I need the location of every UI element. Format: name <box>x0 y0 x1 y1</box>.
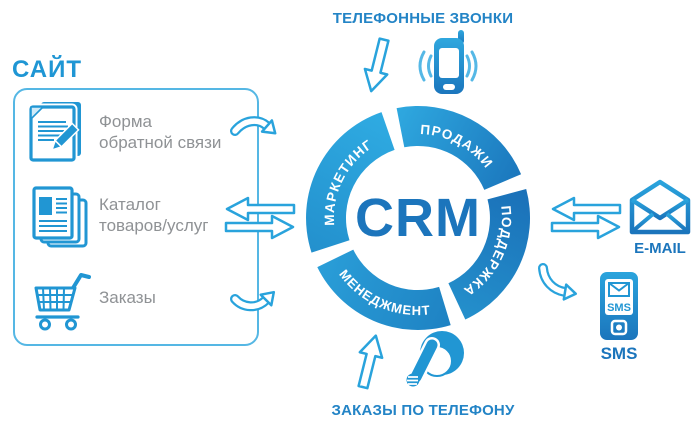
mobile-phone-icon <box>418 30 478 94</box>
sms-phone-icon: SMS <box>600 272 638 340</box>
catalog-icon <box>32 186 88 248</box>
double-arrows-icon <box>550 196 622 240</box>
curved-arrow-up-icon <box>230 290 276 312</box>
arrow-up-icon <box>357 334 384 390</box>
vibration-wave-icon <box>418 50 426 82</box>
site-item-label: Форма обратной связи <box>99 112 222 153</box>
operator-icon <box>406 331 464 387</box>
feedback-form-icon <box>28 102 81 164</box>
sms-label: SMS <box>600 344 638 363</box>
crm-segment-sales <box>396 106 522 190</box>
crm-ring: ПРОДАЖИ МАРКЕТИНГ ПОДДЕРЖКА МЕНЕДЖМЕНТ C… <box>306 106 531 330</box>
site-panel-title: САЙТ <box>12 56 82 83</box>
curved-arrow-right-icon <box>230 116 277 136</box>
shopping-cart-icon <box>34 273 91 331</box>
crm-segment-marketing <box>306 112 395 253</box>
vibration-wave-icon <box>427 54 433 78</box>
crm-segment-management <box>317 249 451 330</box>
phone-calls-label: ТЕЛЕФОННЫЕ ЗВОНКИ <box>332 10 514 27</box>
phone-orders-label: ЗАКАЗЫ ПО ТЕЛЕФОНУ <box>331 402 515 419</box>
vibration-wave-icon <box>470 50 478 82</box>
crm-center-label: CRM <box>355 188 481 248</box>
crm-segment-support <box>448 189 531 320</box>
site-item-label: Заказы <box>99 288 156 307</box>
curved-arrow-down-icon <box>538 263 578 301</box>
email-label: E-MAIL <box>634 240 686 257</box>
sms-screen-text: SMS <box>607 302 631 314</box>
site-panel <box>13 88 259 346</box>
site-item-label: Каталог товаров/услуг <box>99 195 209 236</box>
envelope-icon <box>629 179 691 235</box>
arrow-down-icon <box>363 37 390 93</box>
double-arrows-icon <box>224 196 296 240</box>
vibration-wave-icon <box>465 54 471 78</box>
